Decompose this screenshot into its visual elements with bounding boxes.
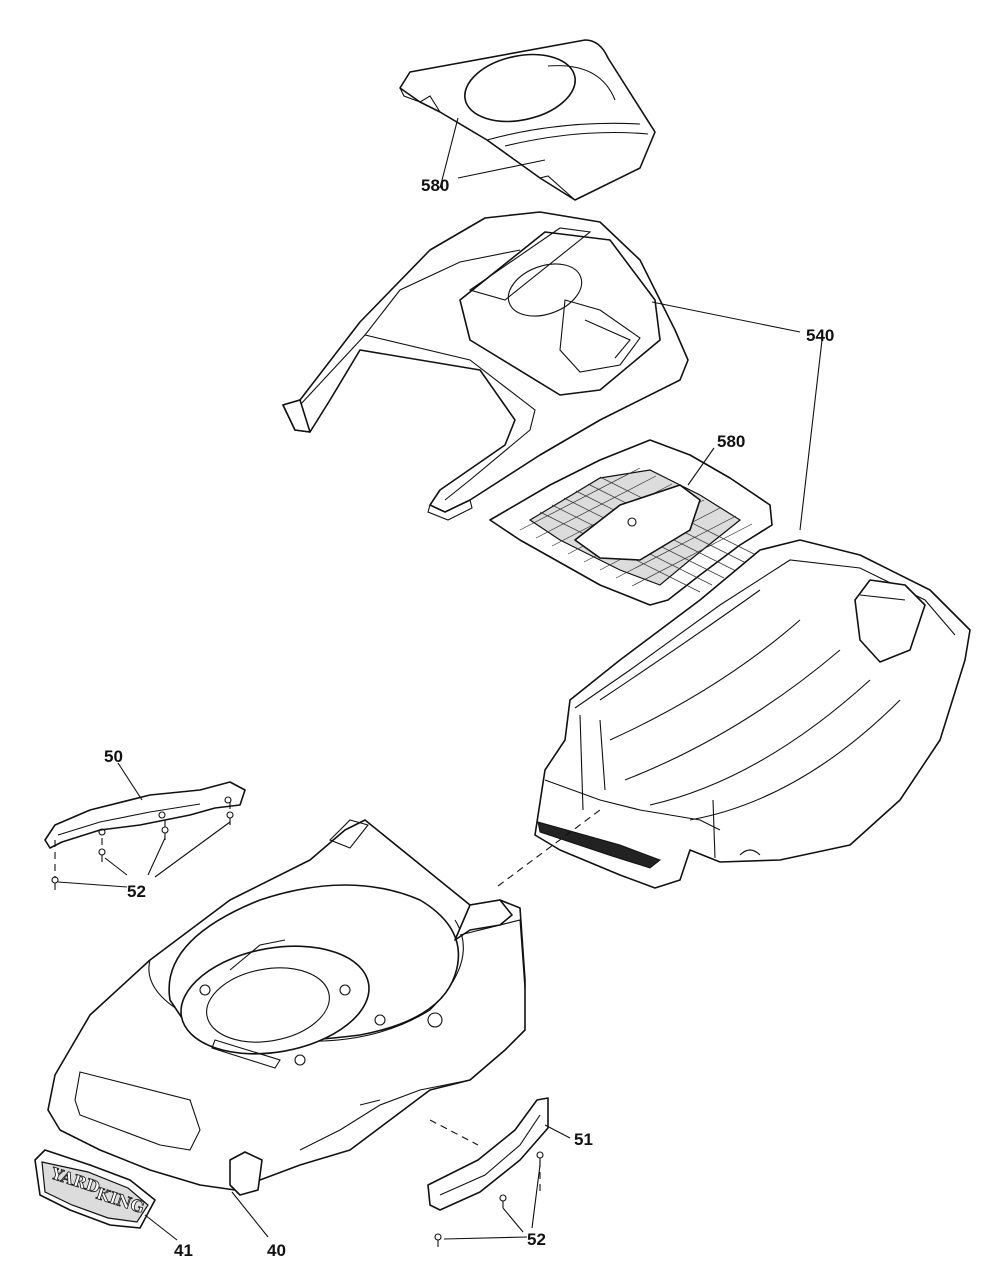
mower-deck-part bbox=[47, 819, 526, 1196]
callout-51: 51 bbox=[574, 1130, 593, 1149]
callout-540: 540 bbox=[806, 326, 834, 345]
grass-bag-mesh-part bbox=[489, 439, 773, 606]
callout-52-right: 52 bbox=[527, 1230, 546, 1249]
top-cover-flap-part bbox=[399, 39, 656, 201]
callout-580-top: 580 bbox=[421, 176, 449, 195]
grass-bag-part bbox=[534, 539, 971, 889]
yard-king-logo-plate-part: YARD KING bbox=[34, 1149, 156, 1229]
callout-580-mesh: 580 bbox=[717, 432, 745, 451]
trim-part-50 bbox=[44, 781, 246, 849]
handle-shroud-part bbox=[282, 211, 689, 521]
callout-41: 41 bbox=[174, 1241, 193, 1260]
trim-part-51 bbox=[427, 1097, 549, 1211]
leader-lines bbox=[57, 117, 823, 1241]
callout-52-left: 52 bbox=[127, 882, 146, 901]
callout-40: 40 bbox=[267, 1241, 286, 1260]
callout-labels: 580 540 580 50 52 51 52 41 40 bbox=[104, 176, 834, 1260]
callout-50: 50 bbox=[104, 747, 123, 766]
